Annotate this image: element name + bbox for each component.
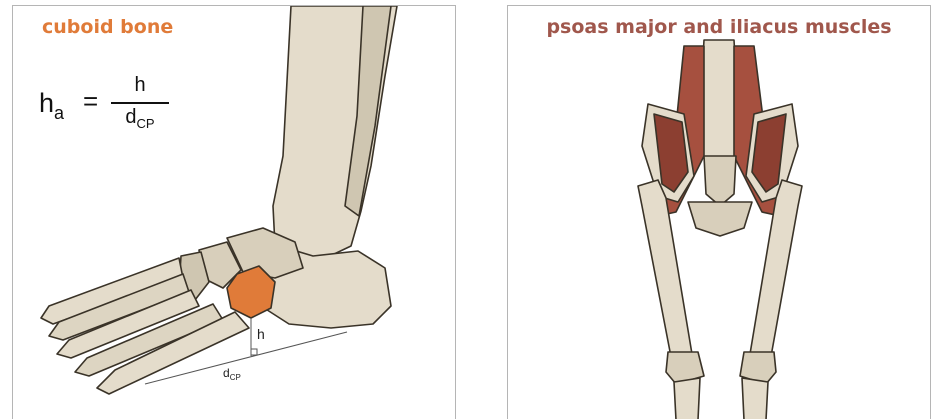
pelvis-muscle-illustration — [508, 6, 931, 419]
pubic-region — [688, 202, 752, 236]
right-angle-marker — [251, 349, 257, 355]
fraction-bar — [111, 102, 169, 104]
height-label: h — [257, 326, 265, 342]
distance-label: dCP — [223, 366, 241, 382]
height-ratio-formula: ha = h dCP — [39, 80, 179, 140]
panel-title: cuboid bone — [42, 16, 173, 38]
panel-title: psoas major and iliacus muscles — [508, 16, 930, 38]
tibia-right — [742, 378, 768, 419]
femur-right — [750, 180, 802, 366]
cuboid-panel: h dCP cuboid bone ha = h dCP — [12, 5, 456, 419]
sacrum — [704, 156, 736, 206]
foot-skeleton-illustration: h dCP — [13, 6, 456, 419]
psoas-panel: psoas major and iliacus muscles — [507, 5, 931, 419]
femur-left — [638, 180, 692, 366]
tibia-left — [674, 378, 700, 419]
